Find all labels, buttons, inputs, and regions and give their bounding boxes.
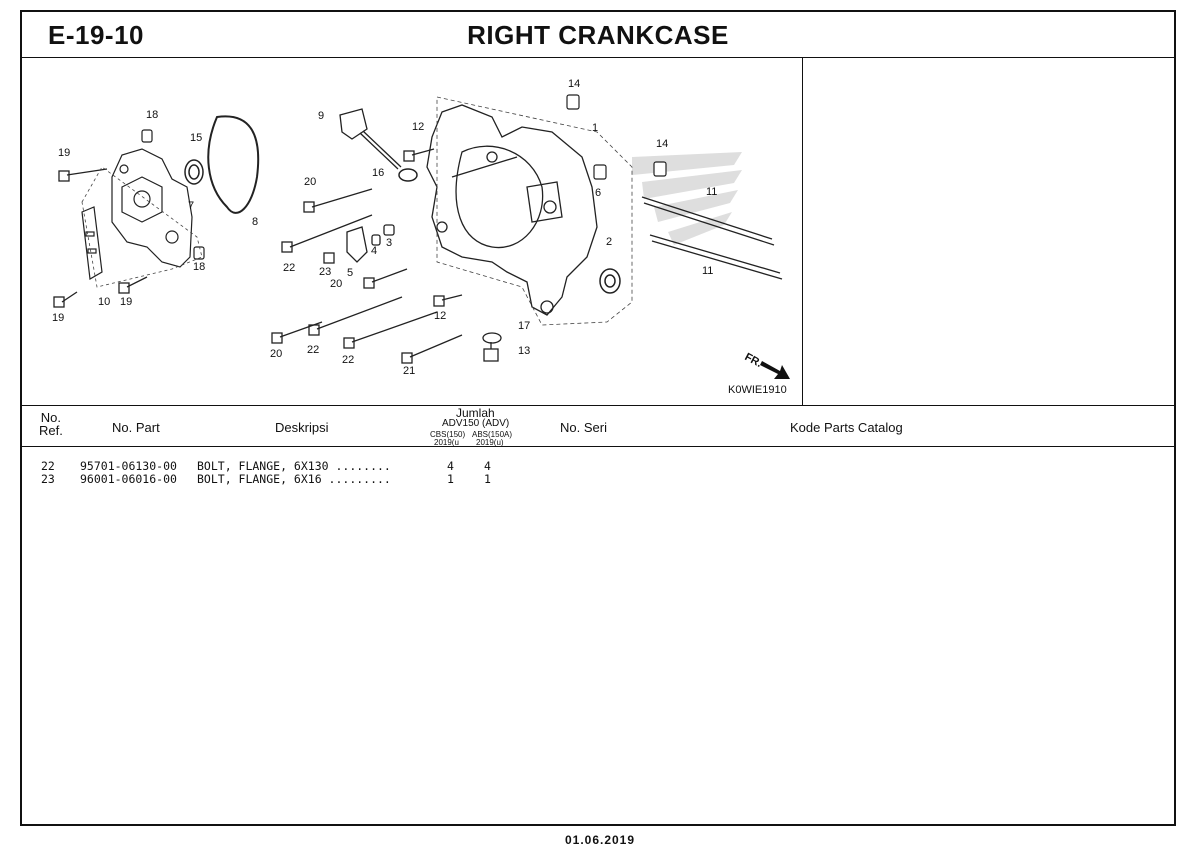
callout-label: 14 bbox=[656, 138, 668, 150]
crankcase-body bbox=[426, 104, 598, 316]
o-ring bbox=[207, 115, 260, 214]
qty-abs: 1 bbox=[484, 472, 491, 486]
title-bar: E-19-10 RIGHT CRANKCASE bbox=[22, 12, 1174, 58]
col-no-seri: No. Seri bbox=[560, 420, 607, 435]
callout-label: 4 bbox=[371, 245, 377, 257]
callout-label: 12 bbox=[412, 121, 424, 133]
callout-label: 15 bbox=[190, 132, 202, 144]
diagram-code: E-19-10 bbox=[48, 20, 144, 50]
callout-label: 19 bbox=[52, 312, 64, 324]
callout-label: 13 bbox=[518, 345, 530, 357]
callout-label: 9 bbox=[318, 110, 324, 122]
table-row: 22 95701-06130-00 BOLT, FLANGE, 6X130 ....… bbox=[22, 459, 1174, 473]
diagram-drawing: FR. K0WIE1910 14118159121419166112078234… bbox=[52, 78, 790, 396]
washer bbox=[398, 168, 418, 182]
assembly-boundary bbox=[436, 96, 633, 326]
part-description: BOLT, FLANGE, 6X16 ......... bbox=[197, 472, 391, 486]
callout-label: 6 bbox=[595, 187, 601, 199]
footer-date: 01.06.2019 bbox=[564, 833, 636, 847]
callout-label: 22 bbox=[342, 354, 354, 366]
part-number: 96001-06016-00 bbox=[80, 472, 177, 486]
parts-table-header: No. Ref. No. Part Deskripsi Jumlah ADV15… bbox=[22, 405, 1174, 447]
callout-label: 7 bbox=[188, 200, 194, 212]
part-number: 95701-06130-00 bbox=[80, 459, 177, 473]
callout-label: 14 bbox=[568, 78, 580, 90]
col-variant-a: CBS(150) bbox=[430, 430, 466, 439]
callout-label: 20 bbox=[304, 176, 316, 188]
part-ref-no: 22 bbox=[41, 459, 55, 473]
cover-assembly bbox=[111, 148, 193, 268]
part-description: BOLT, FLANGE, 6X130 ........ bbox=[197, 459, 391, 473]
plate-part bbox=[81, 206, 103, 280]
qty-cbs: 4 bbox=[447, 459, 454, 473]
left-boundary bbox=[81, 166, 203, 288]
col-variant-b-year: 2019(u) bbox=[476, 438, 504, 447]
callout-label: 10 bbox=[98, 296, 110, 308]
col-variant-a-year: 2019(u bbox=[434, 438, 459, 447]
callout-label: 23 bbox=[319, 266, 331, 278]
callout-label: 19 bbox=[120, 296, 132, 308]
callout-label: 18 bbox=[146, 109, 158, 121]
col-deskripsi: Deskripsi bbox=[275, 420, 329, 435]
qty-abs: 4 bbox=[484, 459, 491, 473]
col-jumlah: Jumlah bbox=[456, 406, 495, 420]
studs bbox=[641, 196, 783, 280]
callout-label: 3 bbox=[386, 237, 392, 249]
callout-label: 1 bbox=[592, 122, 598, 134]
bearing bbox=[599, 268, 621, 294]
callout-label: 11 bbox=[702, 265, 713, 277]
callout-label: 11 bbox=[706, 186, 717, 198]
callout-label: 2 bbox=[606, 236, 612, 248]
col-variant-b: ABS(150A) bbox=[472, 430, 513, 439]
callout-label: 16 bbox=[372, 167, 384, 179]
callout-label: 17 bbox=[518, 320, 530, 332]
oil-seal bbox=[184, 159, 204, 185]
callout-label: 8 bbox=[252, 216, 258, 228]
col-no-part: No. Part bbox=[112, 420, 160, 435]
callout-label: 20 bbox=[270, 348, 282, 360]
callout-label: 19 bbox=[58, 147, 70, 159]
part-ref-no: 23 bbox=[41, 472, 55, 486]
page-frame: E-19-10 RIGHT CRANKCASE bbox=[20, 10, 1176, 826]
col-model: ADV150 (ADV) bbox=[442, 418, 510, 429]
diagram-ref-code: K0WIE1910 bbox=[728, 384, 787, 396]
fr-label: FR. bbox=[743, 351, 764, 370]
callout-label: 22 bbox=[307, 344, 319, 356]
callout-label: 20 bbox=[330, 278, 342, 290]
page-title: RIGHT CRANKCASE bbox=[467, 20, 729, 50]
qty-cbs: 1 bbox=[447, 472, 454, 486]
table-row: 23 96001-06016-00 BOLT, FLANGE, 6X16 .....… bbox=[22, 472, 1174, 486]
callout-label: 18 bbox=[193, 261, 205, 273]
col-kode-parts-catalog: Kode Parts Catalog bbox=[790, 420, 903, 435]
callout-label: 5 bbox=[347, 267, 353, 279]
oil-gauge bbox=[339, 108, 402, 170]
callout-label: 12 bbox=[434, 310, 446, 322]
bolts-group bbox=[53, 148, 502, 364]
dowel-pins bbox=[141, 94, 667, 260]
callout-label: 21 bbox=[403, 365, 415, 377]
col-no-ref: No. Ref. bbox=[39, 410, 63, 438]
fr-direction-arrow: FR. bbox=[743, 351, 790, 379]
callout-label: 22 bbox=[283, 262, 295, 274]
